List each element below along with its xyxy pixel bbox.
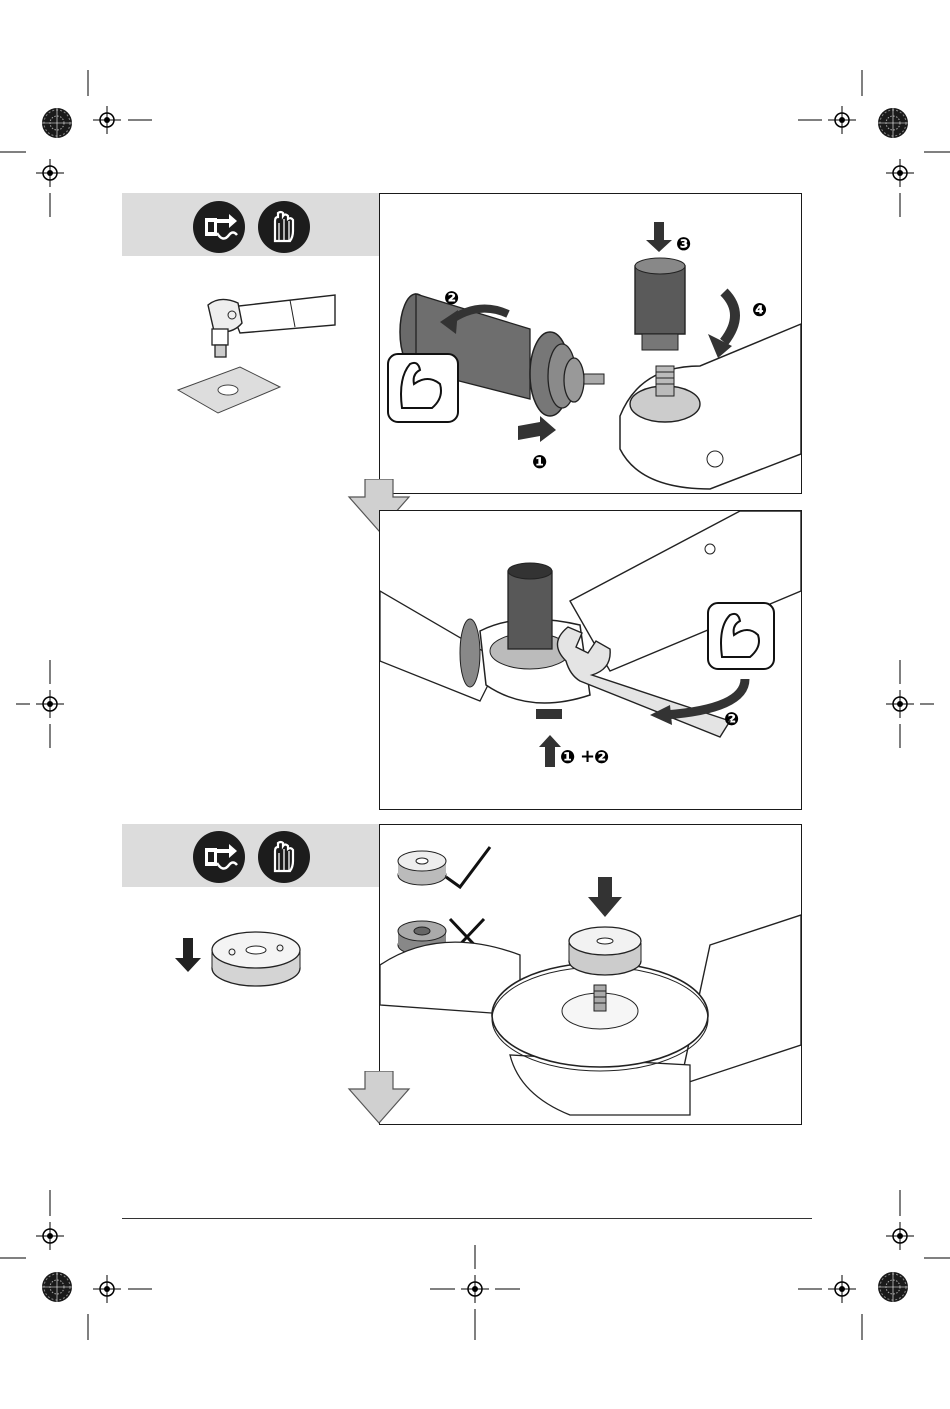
step-marker-3: ❸ [676, 234, 691, 255]
panel-fit-clamping-nut [379, 824, 802, 1125]
footer-rule [122, 1218, 812, 1219]
safety-header-1 [122, 193, 380, 256]
step-marker-1: ❶ [532, 452, 547, 473]
wrench-step-marker-2: ❷ [724, 709, 739, 730]
gloves-icon-2 [258, 831, 310, 883]
unplug-icon-2 [193, 831, 245, 883]
lock-step-marker-1: ❶ [560, 747, 575, 768]
step-marker-4: ❹ [752, 300, 767, 321]
quick-nut-illustration [170, 922, 310, 992]
step-marker-2: ❷ [444, 288, 459, 309]
panel-spindle-lock-wrench: ❷ ❶ + ❷ [379, 510, 802, 810]
lock-step-marker-2: ❷ [594, 747, 609, 768]
flow-arrow-down-2 [347, 1071, 411, 1125]
panel-remove-handle-attach-nut: ❷ ❶ ❸ ❹ [379, 193, 802, 494]
lock-step-plus: + [580, 746, 595, 767]
unplug-icon [193, 201, 245, 253]
safety-header-2 [122, 824, 380, 887]
grinder-on-mat-illustration [170, 285, 350, 415]
gloves-icon [258, 201, 310, 253]
